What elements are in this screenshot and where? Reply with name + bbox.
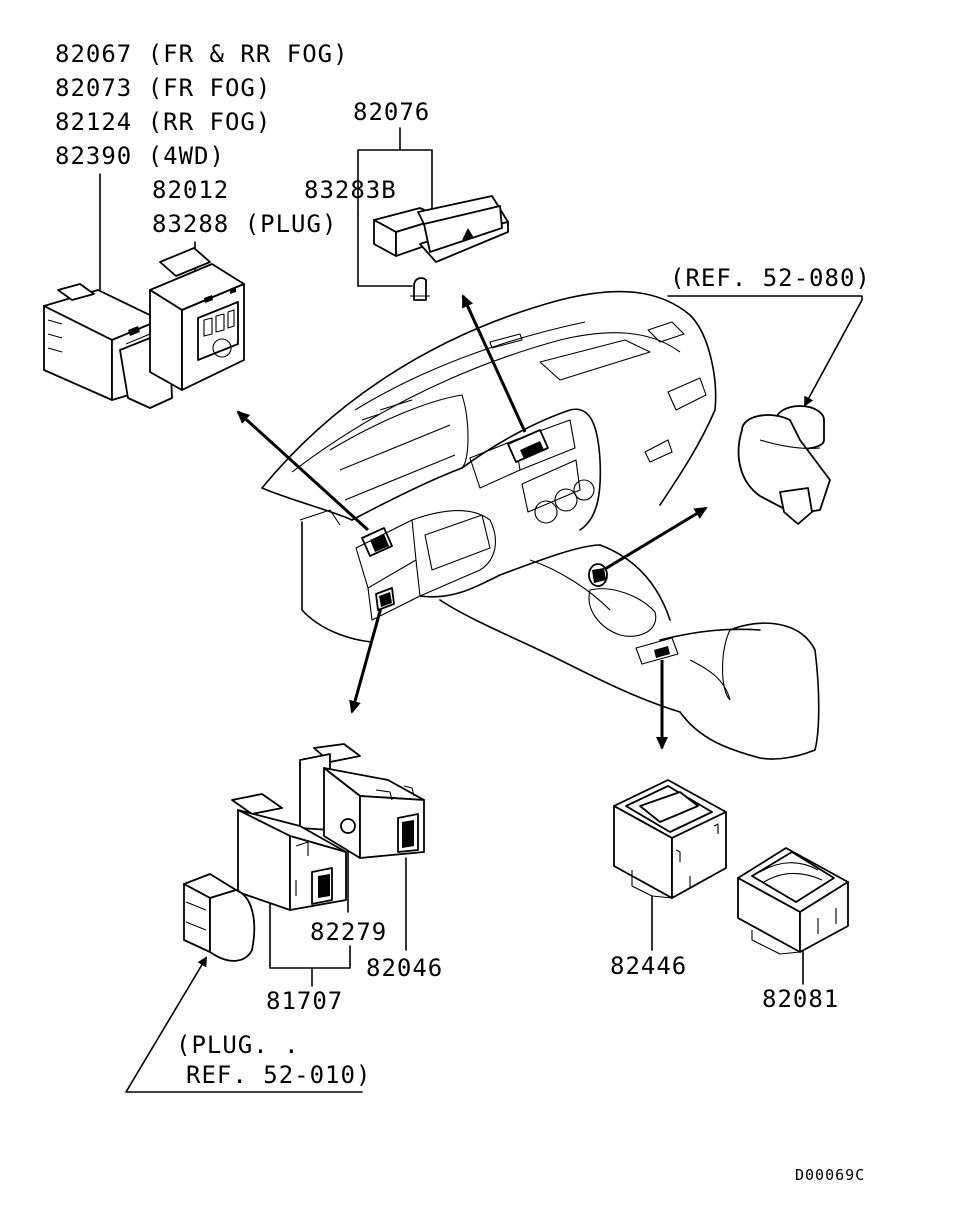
arrow-to-upper-left-switches [236,410,370,532]
label-82012: 82012 [152,176,229,204]
part-ref-52-080 [737,405,831,525]
label-82046: 82046 [366,954,443,982]
label-82446: 82446 [610,952,687,980]
bracket-81707 [269,847,351,969]
arrow-to-hazard-switch [461,294,527,433]
switch-82279 [231,793,347,911]
leader-plug-ref [125,956,363,1093]
label-plug-line2: REF. 52-010) [186,1061,371,1089]
hazard-switch-82076 [373,195,509,301]
switch-82446 [613,779,727,899]
label-plug-line1: (PLUG. . [176,1031,300,1059]
label-83283b: 83283B [304,176,397,204]
label-82081: 82081 [762,985,839,1013]
plug-ref-52-010 [183,873,256,962]
bulb-83283b [413,277,427,301]
label-83288: 83288 (PLUG) [152,210,337,238]
switch-82081 [737,847,849,955]
label-81707: 81707 [266,987,343,1015]
label-82076: 82076 [353,98,430,126]
label-ref-52-080: (REF. 52-080) [670,264,871,292]
hazard-triangle-icon [462,228,474,240]
arrow-to-ref-52-080 [599,506,708,574]
arrow-to-lower-left-switches [349,603,384,714]
dashboard-illustration [261,290,820,760]
label-82067: 82067 (FR & RR FOG) [55,40,349,68]
label-82073: 82073 (FR FOG) [55,74,271,102]
label-82124: 82124 (RR FOG) [55,108,271,136]
leader-ref-52-080 [667,295,863,407]
label-82279: 82279 [310,918,387,946]
switch-82390 [43,283,173,409]
diagram-code: D00069C [795,1166,865,1184]
bracket-82076 [357,149,433,215]
label-82390: 82390 (4WD) [55,142,225,170]
switch-82046 [299,743,425,859]
plug-83288 [149,247,245,391]
